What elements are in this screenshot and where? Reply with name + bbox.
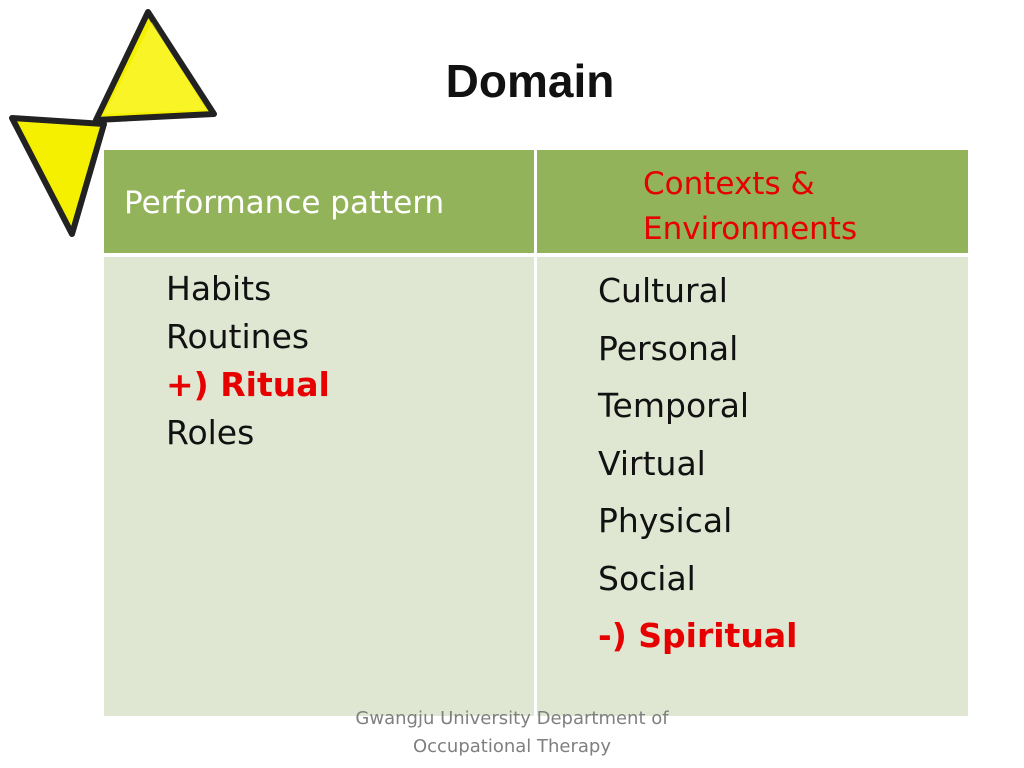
- list-item: Personal: [598, 328, 739, 368]
- footer-line-2: Occupational Therapy: [412, 736, 612, 757]
- list-item: Cultural: [598, 271, 728, 310]
- footer-line-1: Gwangju University Department of: [355, 708, 669, 729]
- list-item: Roles: [166, 413, 255, 452]
- list-item: Routines: [166, 317, 310, 356]
- column-divider: [534, 150, 537, 716]
- header-line-1: Contexts &: [643, 166, 815, 202]
- yellow-hourglass-logo-icon: [9, 9, 217, 237]
- header-divider: [104, 253, 968, 257]
- header-line-2: Environments: [643, 210, 858, 247]
- list-item: Habits: [166, 269, 272, 308]
- footer-credit: Gwangju University Department of Occupat…: [312, 705, 712, 761]
- contexts-environments-list: Cultural Personal Temporal Virtual Physi…: [598, 262, 797, 665]
- list-item: Temporal: [598, 386, 750, 425]
- header-label-contexts-environments: Contexts & Environments: [643, 162, 857, 252]
- domain-table: Performance pattern Contexts & Environme…: [104, 150, 968, 716]
- page-title: Domain: [445, 55, 615, 107]
- table-header-contexts-environments: Contexts & Environments: [537, 150, 968, 253]
- list-item: Social: [598, 558, 696, 598]
- list-item-highlight: +) Ritual: [166, 365, 330, 404]
- list-item-highlight: -) Spiritual: [598, 616, 798, 655]
- table-header-performance-pattern: Performance pattern: [104, 150, 534, 253]
- list-item: Virtual: [598, 443, 706, 483]
- header-label-performance-pattern: Performance pattern: [124, 185, 445, 221]
- performance-pattern-list: Habits Routines +) Ritual Roles: [166, 265, 330, 457]
- list-item: Physical: [598, 501, 733, 540]
